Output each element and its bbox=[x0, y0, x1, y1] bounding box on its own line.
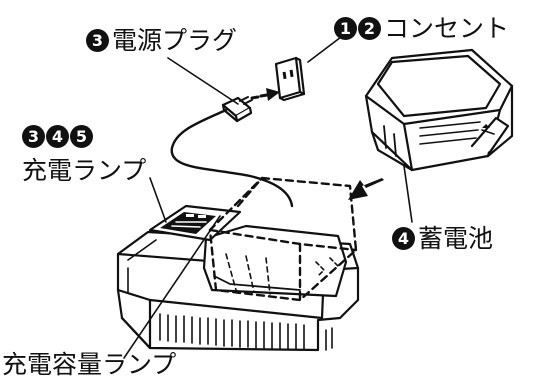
charger-base-icon bbox=[116, 224, 360, 352]
step-badge: 2 bbox=[358, 17, 381, 40]
capacity-lamp-label: 充電容量ランプ bbox=[2, 352, 176, 377]
outlet-label: 1 2 コンセント bbox=[334, 16, 509, 41]
power-cord bbox=[170, 108, 294, 208]
capacity-lamp-label-text: 充電容量ランプ bbox=[2, 350, 177, 379]
plug-insert-arrow bbox=[250, 88, 280, 101]
plug-label: 3 電源プラグ bbox=[86, 28, 237, 53]
vent-slots bbox=[159, 313, 333, 351]
charge-lamp-label: 充電ランプ bbox=[22, 158, 146, 183]
step-badge: 3 bbox=[86, 29, 109, 52]
power-plug-icon bbox=[221, 96, 253, 123]
charge-lamp-label-text: 充電ランプ bbox=[22, 156, 147, 185]
step-badge: 1 bbox=[334, 17, 357, 40]
step-badge: 3 bbox=[22, 125, 45, 148]
step-badge: 5 bbox=[70, 125, 93, 148]
battery-pack-icon bbox=[364, 48, 514, 172]
step-badge: 4 bbox=[392, 227, 415, 250]
battery-label-text: 蓄電池 bbox=[418, 224, 494, 253]
plug-label-text: 電源プラグ bbox=[112, 26, 238, 55]
outlet-label-text: コンセント bbox=[384, 14, 510, 43]
charge-lamp-badges: 3 4 5 bbox=[22, 125, 94, 148]
wall-outlet-icon bbox=[274, 56, 306, 102]
insert-battery-arrow bbox=[348, 178, 384, 200]
battery-label: 4 蓄電池 bbox=[392, 226, 493, 251]
step-badge: 4 bbox=[46, 125, 69, 148]
leader-lines bbox=[123, 33, 413, 359]
